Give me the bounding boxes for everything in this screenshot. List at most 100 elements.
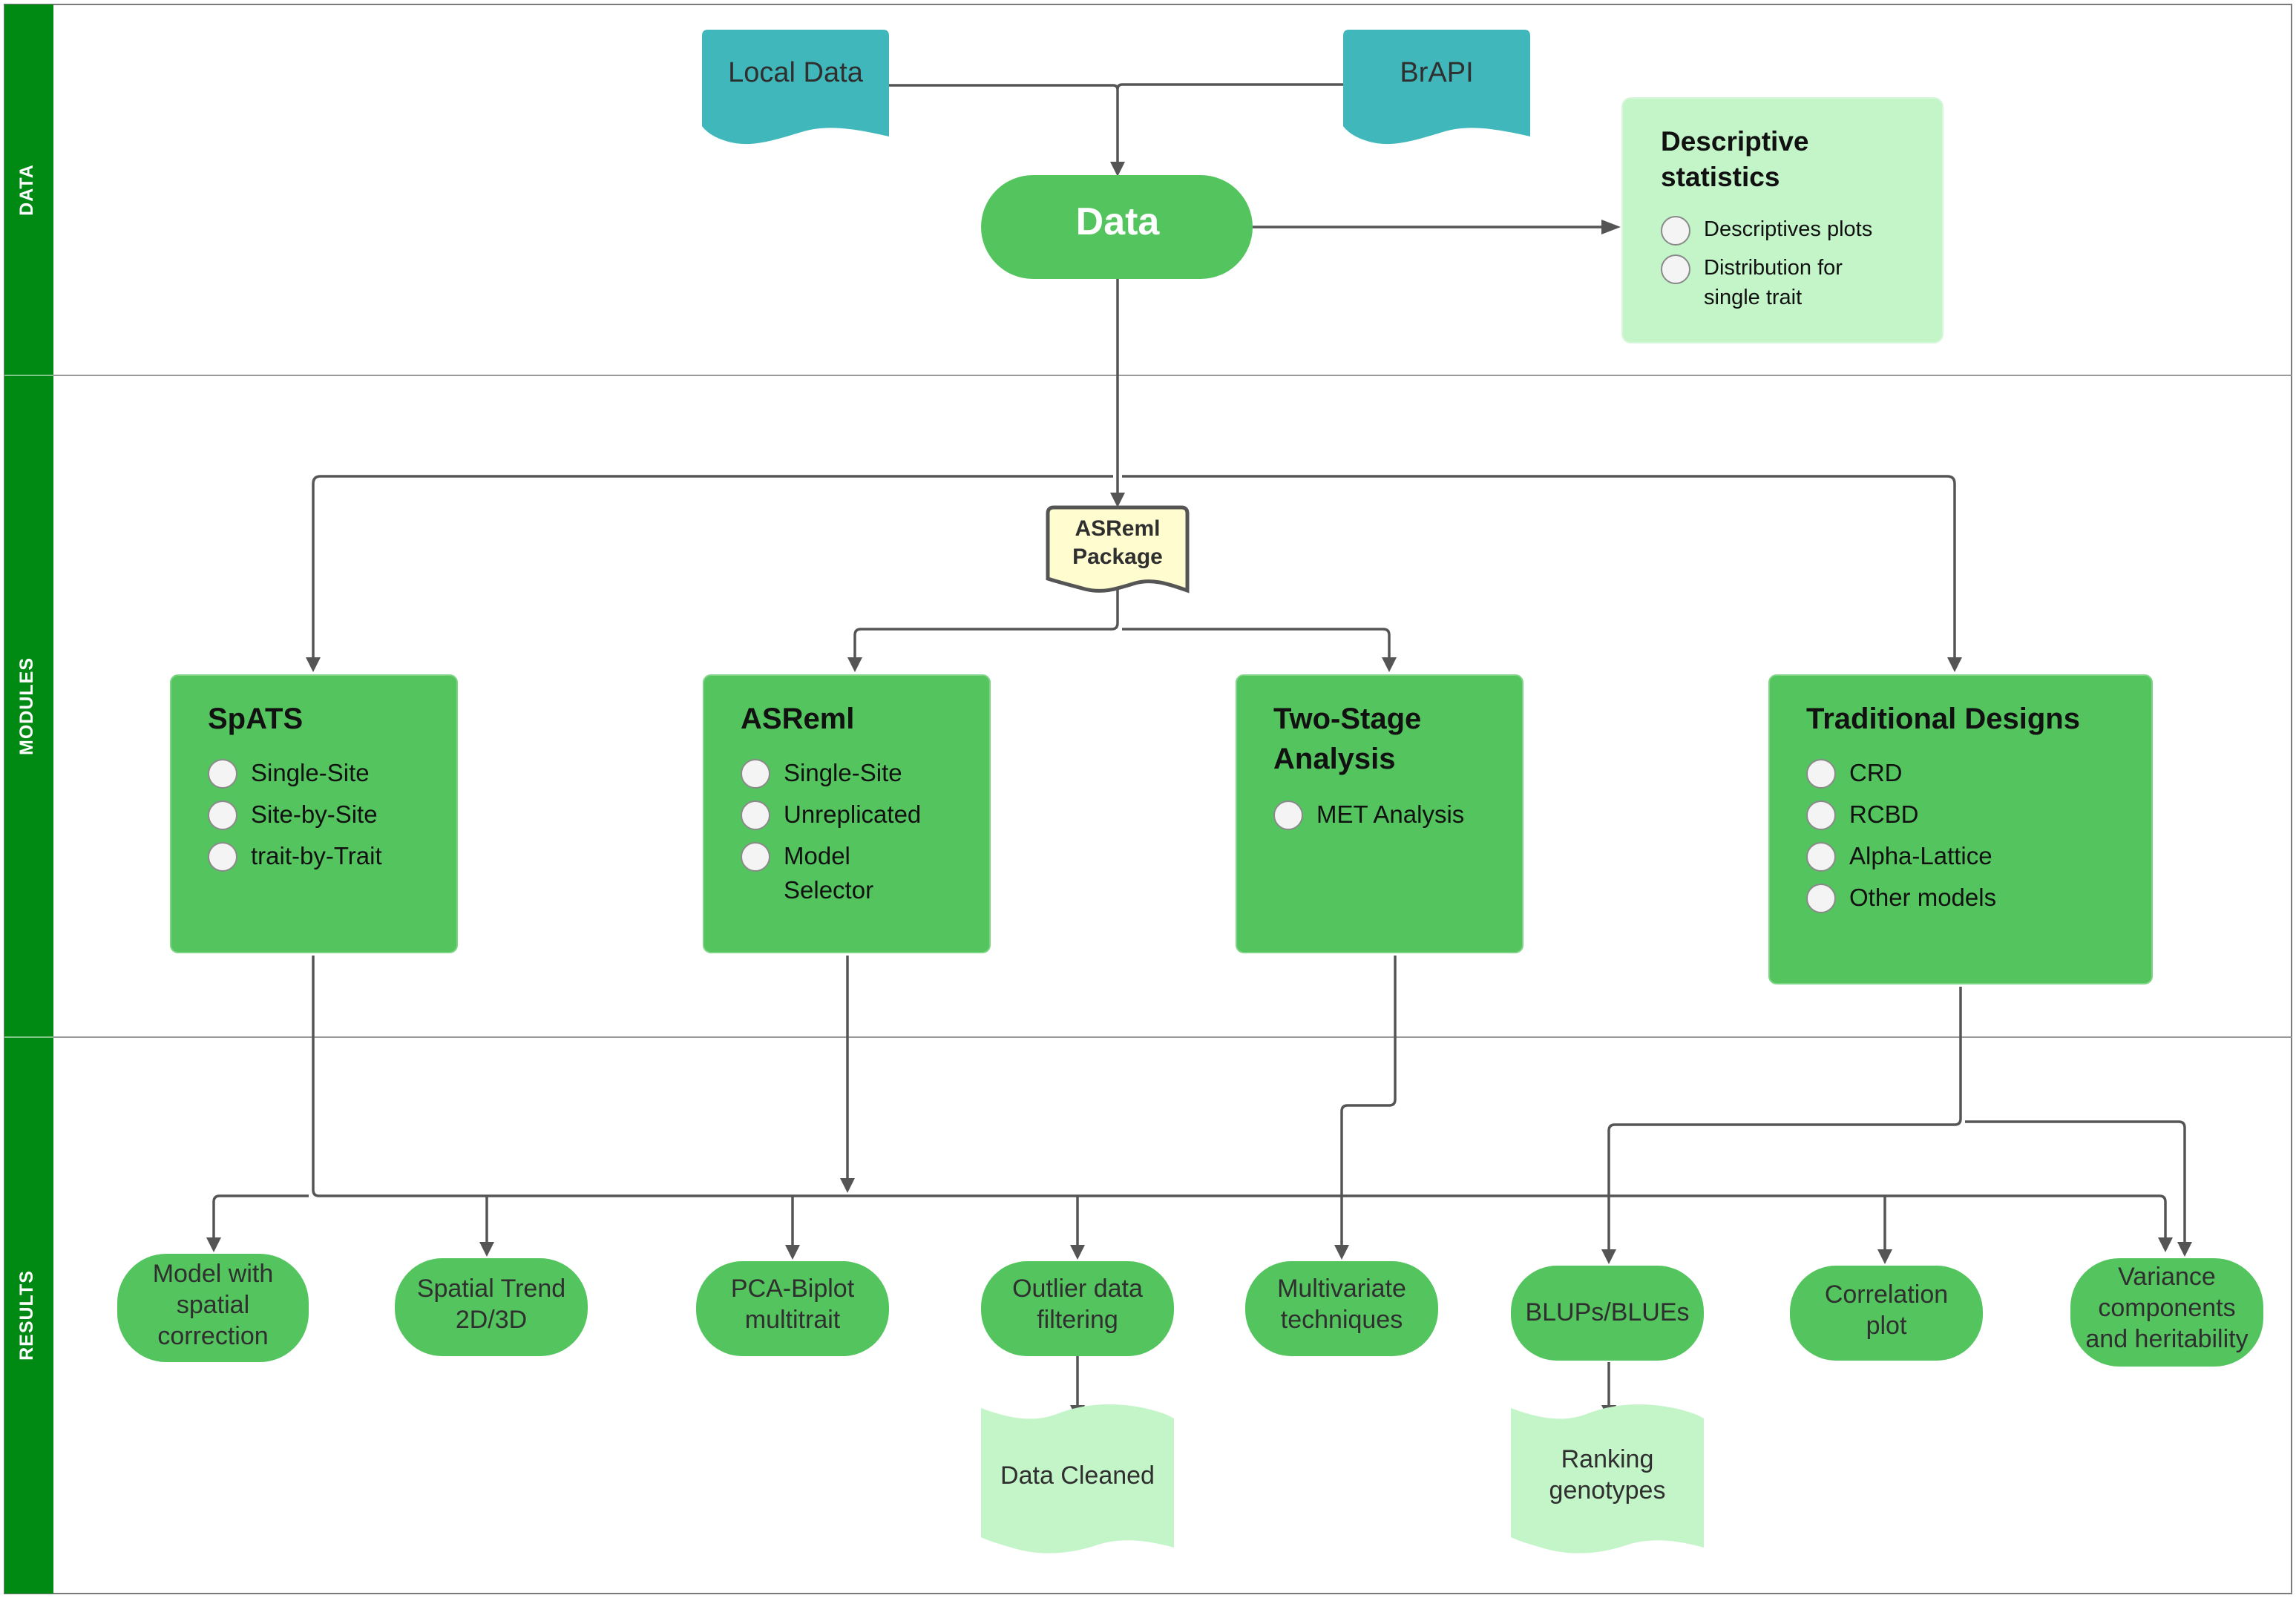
output-label: Ranking: [1561, 1445, 1654, 1473]
result-label: Outlier data: [1012, 1275, 1143, 1303]
result-label: PCA-Biplot: [731, 1275, 855, 1303]
module-traditional-item: Alpha-Lattice: [1849, 842, 1992, 869]
radio-bullet-icon[interactable]: [1806, 759, 1836, 789]
module-spats-item: Site-by-Site: [251, 800, 378, 828]
radio-bullet-icon[interactable]: [741, 842, 770, 872]
output-data-cleaned[interactable]: Data Cleaned: [981, 1404, 1174, 1553]
result-label: 2D/3D: [456, 1306, 527, 1334]
result-label: components: [2098, 1294, 2235, 1322]
module-two-stage-title-line2: Analysis: [1273, 743, 1396, 775]
result-label: and heritability: [2085, 1325, 2248, 1353]
radio-bullet-icon[interactable]: [1806, 842, 1836, 872]
module-spats-item: Single-Site: [251, 759, 370, 786]
result-label: Correlation: [1825, 1280, 1948, 1309]
module-asreml-title: ASReml: [741, 703, 854, 735]
result-model-spatial-correction[interactable]: Model with spatial correction: [117, 1254, 309, 1362]
module-spats[interactable]: SpATS Single-Site Site-by-Site trait-by-…: [170, 674, 458, 953]
descriptive-title-line2: statistics: [1661, 162, 1780, 192]
result-label: spatial: [177, 1291, 249, 1319]
arrowhead-icon: [1110, 162, 1125, 177]
result-label: BLUPs/BLUEs: [1525, 1298, 1689, 1326]
package-label-line2: Package: [1072, 545, 1163, 569]
radio-bullet-icon[interactable]: [741, 800, 770, 830]
radio-bullet-icon[interactable]: [208, 800, 237, 830]
module-asreml-item: Single-Site: [784, 759, 902, 786]
radio-bullet-icon[interactable]: [208, 759, 237, 789]
result-label: techniques: [1281, 1306, 1403, 1334]
descriptive-item-distribution-line2: single trait: [1704, 286, 1802, 309]
source-brapi[interactable]: BrAPI: [1343, 30, 1530, 145]
result-correlation-plot[interactable]: Correlation plot: [1790, 1266, 1983, 1361]
arrowhead-icon: [847, 657, 862, 672]
module-two-stage-title-line1: Two-Stage: [1273, 703, 1421, 735]
arrowhead-icon: [206, 1237, 221, 1252]
arrowhead-icon: [1877, 1249, 1892, 1264]
module-traditional-item: CRD: [1849, 759, 1903, 786]
descriptive-title-line1: Descriptive: [1661, 126, 1809, 157]
descriptive-statistics-panel[interactable]: Descriptive statistics Descriptives plot…: [1621, 97, 1944, 343]
arrowhead-icon: [1334, 1245, 1349, 1260]
result-label: plot: [1866, 1312, 1907, 1340]
module-two-stage-item: MET Analysis: [1316, 800, 1464, 828]
result-spatial-trend[interactable]: Spatial Trend 2D/3D: [395, 1258, 588, 1356]
radio-bullet-icon[interactable]: [741, 759, 770, 789]
output-label: Data Cleaned: [1000, 1461, 1155, 1490]
result-variance-components[interactable]: Variance components and heritability: [2070, 1258, 2263, 1367]
arrowhead-icon: [1110, 493, 1125, 507]
module-traditional-item: RCBD: [1849, 800, 1919, 828]
source-brapi-label: BrAPI: [1400, 57, 1473, 88]
result-blups-blues[interactable]: BLUPs/BLUEs: [1511, 1266, 1704, 1361]
arrowhead-icon: [1601, 1249, 1616, 1264]
connectors: [206, 83, 2192, 1420]
arrowhead-icon: [2177, 1242, 2192, 1257]
lane-bar: [4, 4, 53, 1594]
asreml-package-node[interactable]: ASReml Package: [1046, 505, 1190, 594]
lane-label-modules: MODULES: [16, 657, 37, 755]
lane-label-results: RESULTS: [16, 1270, 37, 1361]
radio-bullet-icon[interactable]: [1806, 800, 1836, 830]
result-label: Model with: [153, 1260, 274, 1288]
arrowhead-icon: [306, 657, 321, 672]
result-label: filtering: [1037, 1306, 1118, 1334]
module-traditional-item: Other models: [1849, 884, 1996, 911]
result-pca-biplot[interactable]: PCA-Biplot multitrait: [696, 1261, 889, 1356]
arrowhead-icon: [840, 1178, 855, 1193]
result-multivariate[interactable]: Multivariate techniques: [1245, 1261, 1438, 1356]
module-asreml[interactable]: ASReml Single-Site Unreplicated Model Se…: [703, 674, 991, 953]
radio-bullet-icon[interactable]: [1806, 884, 1836, 913]
output-ranking-genotypes[interactable]: Ranking genotypes: [1511, 1404, 1704, 1553]
module-spats-item: trait-by-Trait: [251, 842, 382, 869]
radio-bullet-icon[interactable]: [1661, 254, 1690, 284]
lane-label-data: DATA: [16, 164, 37, 216]
arrowhead-icon: [2158, 1237, 2173, 1252]
result-label: Variance: [2118, 1263, 2216, 1291]
module-asreml-item: Model: [784, 842, 850, 869]
package-label-line1: ASReml: [1075, 516, 1160, 541]
module-asreml-item-line2: Selector: [784, 876, 873, 904]
module-spats-title: SpATS: [208, 703, 303, 735]
result-label: Spatial Trend: [417, 1275, 565, 1303]
radio-bullet-icon[interactable]: [1273, 800, 1303, 830]
arrowhead-icon: [479, 1242, 494, 1257]
arrowhead-icon: [1070, 1245, 1085, 1260]
module-traditional-designs[interactable]: Traditional Designs CRD RCBD Alpha-Latti…: [1768, 674, 2153, 984]
arrowhead-icon: [1947, 657, 1962, 672]
result-label: Multivariate: [1277, 1275, 1406, 1303]
result-label: multitrait: [745, 1306, 841, 1334]
descriptive-item-distribution-line1: Distribution for: [1704, 256, 1843, 280]
output-label: genotypes: [1549, 1476, 1666, 1505]
radio-bullet-icon[interactable]: [1661, 216, 1690, 246]
result-label: correction: [157, 1322, 268, 1350]
result-outlier-filtering[interactable]: Outlier data filtering: [981, 1261, 1174, 1356]
module-asreml-item: Unreplicated: [784, 800, 921, 828]
radio-bullet-icon[interactable]: [208, 842, 237, 872]
source-local-data[interactable]: Local Data: [702, 30, 889, 145]
data-node[interactable]: Data: [981, 175, 1253, 279]
arrowhead-icon: [785, 1245, 800, 1260]
module-two-stage[interactable]: Two-Stage Analysis MET Analysis: [1236, 674, 1523, 953]
descriptive-item-plots: Descriptives plots: [1704, 217, 1872, 241]
source-local-label: Local Data: [728, 57, 864, 88]
arrowhead-icon: [1601, 220, 1621, 234]
module-traditional-title: Traditional Designs: [1806, 703, 2080, 735]
